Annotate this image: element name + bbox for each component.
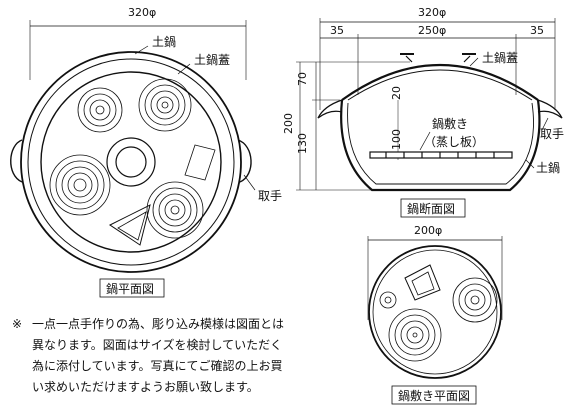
section-view: 320φ 35 250φ 35 200 70 130 20 100 (282, 6, 564, 218)
note-line-2: 異なります。図面はサイズを検討していただく (32, 338, 283, 352)
note-line-1: 一点一点手作りの為、彫り込み模様は図面とは (32, 317, 285, 331)
note-line-4: い求めいただけますようお願い致します。 (32, 380, 259, 394)
plan-caption-box (99, 278, 165, 298)
plan-cover-label: 土鍋蓋 (194, 52, 230, 67)
shiki-caption-box (391, 385, 477, 405)
section-pot-body (340, 99, 541, 192)
section-dim-right: 35 (530, 24, 544, 37)
shiki-outer (368, 245, 502, 379)
section-steam-board-holes (385, 152, 495, 158)
section-height-total: 200 (282, 113, 295, 134)
plan-pot-label: 土鍋 (152, 34, 176, 49)
section-diameter-label: 320φ (418, 6, 446, 19)
section-dim-left: 35 (330, 24, 344, 37)
section-dim-center: 250φ (418, 24, 446, 37)
plan-inner-rim (27, 58, 235, 266)
plan-caption: 鍋平面図 (106, 281, 154, 296)
shiki-view: 200φ 鍋敷き平面図 (367, 224, 503, 405)
section-caption-box (400, 198, 466, 218)
shiki-caption: 鍋敷き平面図 (398, 388, 470, 403)
section-handle-left (317, 99, 343, 119)
section-handle-right (537, 99, 563, 119)
plan-view: 320φ 土鍋 土鍋蓋 取手 鍋平面図 (10, 6, 282, 298)
shiki-swirl-pattern (379, 264, 498, 362)
plan-handle-right (237, 139, 252, 183)
section-height-bottom: 130 (296, 133, 309, 154)
section-pot-label: 土鍋 (536, 160, 560, 175)
section-handle-label: 取手 (540, 127, 564, 141)
disclaimer-note: ※ 一点一点手作りの為、彫り込み模様は図面とは 異なります。図面はサイズを検討して… (12, 314, 342, 398)
section-lid-inner (347, 69, 533, 101)
section-shiki-label: 鍋敷き (432, 116, 468, 131)
section-lid-outer (341, 63, 539, 101)
section-cover-label: 土鍋蓋 (482, 50, 518, 65)
section-caption: 鍋断面図 (407, 201, 455, 216)
shiki-diameter-label: 200φ (414, 224, 442, 237)
section-height-top: 70 (296, 72, 309, 86)
plan-handle-left (10, 139, 23, 183)
section-dim-100: 100 (390, 129, 403, 150)
section-pot-inner (347, 102, 534, 185)
section-steam-board (369, 151, 513, 159)
note-mark: ※ (12, 317, 23, 331)
section-shiki-sublabel: （蒸し板） (424, 135, 484, 149)
shiki-inner (372, 249, 498, 375)
plan-swirl-pattern (49, 78, 216, 246)
plan-knob-inner (115, 146, 147, 178)
plan-diameter-label: 320φ (128, 6, 156, 19)
plan-handle-label: 取手 (258, 189, 282, 203)
note-line-3: 為に添付しています。写真にてご確認の上お買 (32, 359, 283, 373)
section-dim-20: 20 (390, 86, 403, 100)
